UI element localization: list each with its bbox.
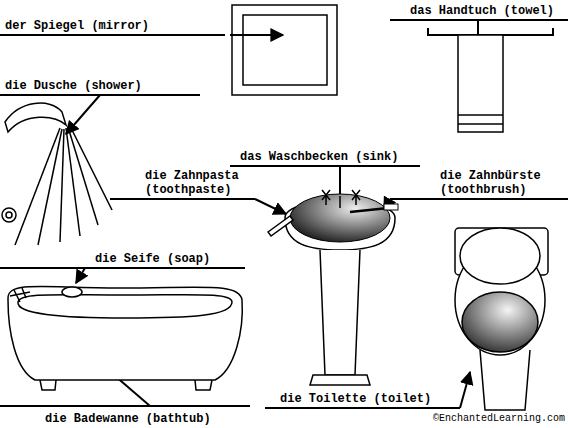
part-label: der Spiegel (mirror) [5, 19, 149, 33]
part-label: die Zahnbürste (toothbrush) [440, 169, 555, 197]
part-label: die Seife (soap) [95, 252, 210, 266]
part-label: die Badewanne (bathtub) [45, 412, 211, 426]
copyright-note: ©EnchantedLearning.com [433, 412, 565, 426]
part-label: die Toilette (toilet) [280, 392, 431, 406]
part-label: das Handtuch (towel) [410, 4, 554, 18]
part-label: das Waschbecken (sink) [240, 150, 398, 164]
part-label: die Zahnpasta (toothpaste) [145, 169, 245, 197]
part-label: die Dusche (shower) [5, 79, 142, 93]
